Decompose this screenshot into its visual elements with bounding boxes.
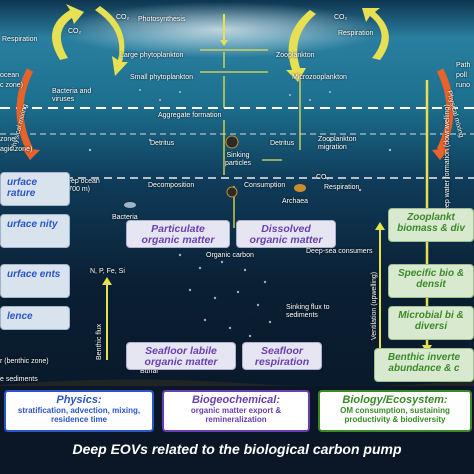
small-phytoplankton-label: Small phytoplankton — [130, 74, 194, 81]
co2-left-label: CO₂ — [68, 28, 82, 35]
aggregate-formation-label: Aggregate formation — [158, 112, 222, 119]
photosynthesis-arrow-left — [95, 6, 128, 76]
biogeochemical-text: organic matter export & remineralization — [190, 406, 282, 424]
physics-text: stratification, advection, mixing, resid… — [17, 406, 141, 424]
organic-carbon-label: Organic carbon — [206, 252, 254, 259]
physical-mixing-arrowhead-left — [22, 148, 40, 160]
biogeochemical-title: Biogeochemical: — [191, 394, 281, 406]
diagram-caption: Deep EOVs related to the biological carb… — [72, 441, 402, 457]
ventilation-label: Ventilation (upwelling) — [371, 271, 378, 340]
right-runo-label: runo — [456, 82, 471, 89]
right-eov-box-2: Specific bio & densit — [388, 264, 474, 298]
seafloor-respiration-box: Seafloor respiration — [242, 342, 322, 370]
respiration-deep-label: Respiration — [324, 184, 360, 191]
food-web-arrows — [200, 49, 301, 228]
bacteria-label: Bacteria — [112, 214, 138, 221]
detritus-right-label: Detritus — [270, 140, 295, 147]
co2-right-label: CO₂ — [334, 14, 348, 21]
downwelling-label: Deep water formation (downwelling) — [444, 104, 451, 216]
left-ocean-label: ocean — [0, 72, 20, 79]
co2-mid-label: CO₂ — [116, 14, 130, 21]
physics-title: Physics: — [56, 394, 102, 406]
co2-uptake-arrowhead — [220, 40, 228, 46]
sunlight-glow — [60, 2, 380, 58]
right-path-label: Path — [456, 62, 471, 69]
sinking-aggregate — [226, 186, 238, 198]
benthic-flux-label: Benthic flux — [96, 323, 103, 360]
right-eov-box-4: Benthic inverte abundance & c — [374, 348, 474, 382]
physical-mixing-arrowhead-right — [432, 148, 450, 160]
archaea-cell — [294, 184, 306, 192]
bacteria-cell — [124, 202, 136, 208]
ventilation-arrowhead — [375, 222, 385, 230]
dissolved-organic-matter-box: Dissolved organic matter — [236, 220, 336, 248]
left-eov-box-1: urface rature — [0, 172, 70, 206]
physics-box: Physics: stratification, advection, mixi… — [4, 390, 154, 432]
left-eov-box-3: urface ents — [0, 264, 70, 298]
large-phytoplankton-label: Large phytoplankton — [120, 52, 184, 59]
respiration-right-label: Respiration — [338, 30, 374, 37]
detritus-left-label: Detritus — [150, 140, 175, 147]
seafloor-labile-organic-matter-box: Seafloor labile organic matter — [126, 342, 236, 370]
burial-label: Burial — [140, 368, 158, 375]
sinking-particles-label: Sinking particles — [224, 152, 252, 167]
left-zone-mid-label: zone — [0, 136, 16, 143]
benthic-zone-label: r (benthic zone) — [0, 358, 49, 365]
left-eov-box-4: lence — [0, 306, 70, 330]
right-eov-box-3: Microbial bi & diversi — [388, 306, 474, 340]
biogeochemical-box: Biogeochemical: organic matter export & … — [162, 390, 310, 432]
deep-sea-consumers-label: Deep-sea consumers — [306, 248, 373, 255]
right-eov-box-1: Zooplankt biomass & div — [388, 208, 474, 242]
decomposition-label: Decomposition — [148, 182, 195, 189]
consumption-label: Consumption — [244, 182, 286, 189]
microzooplankton-label: Microzooplankton — [292, 74, 347, 81]
respiration-arrow-left — [52, 4, 84, 60]
respiration-arrow-right — [362, 8, 389, 60]
zooplankton-label: Zooplankton — [276, 52, 315, 59]
photosynthesis-arrow-right — [286, 10, 316, 82]
nutrients-label: N, P, Fe, Si — [90, 268, 125, 275]
right-poll-label: poll — [456, 72, 467, 79]
sediments-label: e sediments — [0, 376, 38, 383]
biology-text: OM consumption, sustaining productivity … — [340, 406, 450, 424]
zooplankton-migration-label: Zooplankton migration — [318, 136, 357, 151]
photosynthesis-label: Photosynthesis — [138, 16, 186, 23]
deep-ocean-label: Deep ocean (3700 m) — [62, 178, 100, 193]
archaea-label: Archaea — [282, 198, 309, 205]
biology-ecosystem-box: Biology/Ecosystem: OM consumption, susta… — [318, 390, 472, 432]
physical-mixing-arrow-right — [436, 68, 454, 152]
benthic-flux-arrowhead — [102, 277, 112, 285]
left-magic-label: agic zone) — [0, 146, 33, 153]
left-zone-label: c zone) — [0, 82, 23, 89]
physical-mixing-arrow-left — [16, 68, 34, 152]
sinking-flux-label: Sinking flux to sediments — [286, 304, 330, 319]
co2-deep-label: CO₂ — [316, 174, 330, 181]
respiration-left-label: Respiration — [2, 36, 38, 43]
particulate-organic-matter-box: Particulate organic matter — [126, 220, 230, 248]
bacteria-viruses-label: Bacteria and viruses — [52, 88, 92, 103]
aggregate-particle — [225, 135, 239, 149]
left-eov-box-2: urface nity — [0, 214, 70, 248]
footer-band — [0, 436, 474, 474]
biology-title: Biology/Ecosystem: — [342, 394, 448, 406]
